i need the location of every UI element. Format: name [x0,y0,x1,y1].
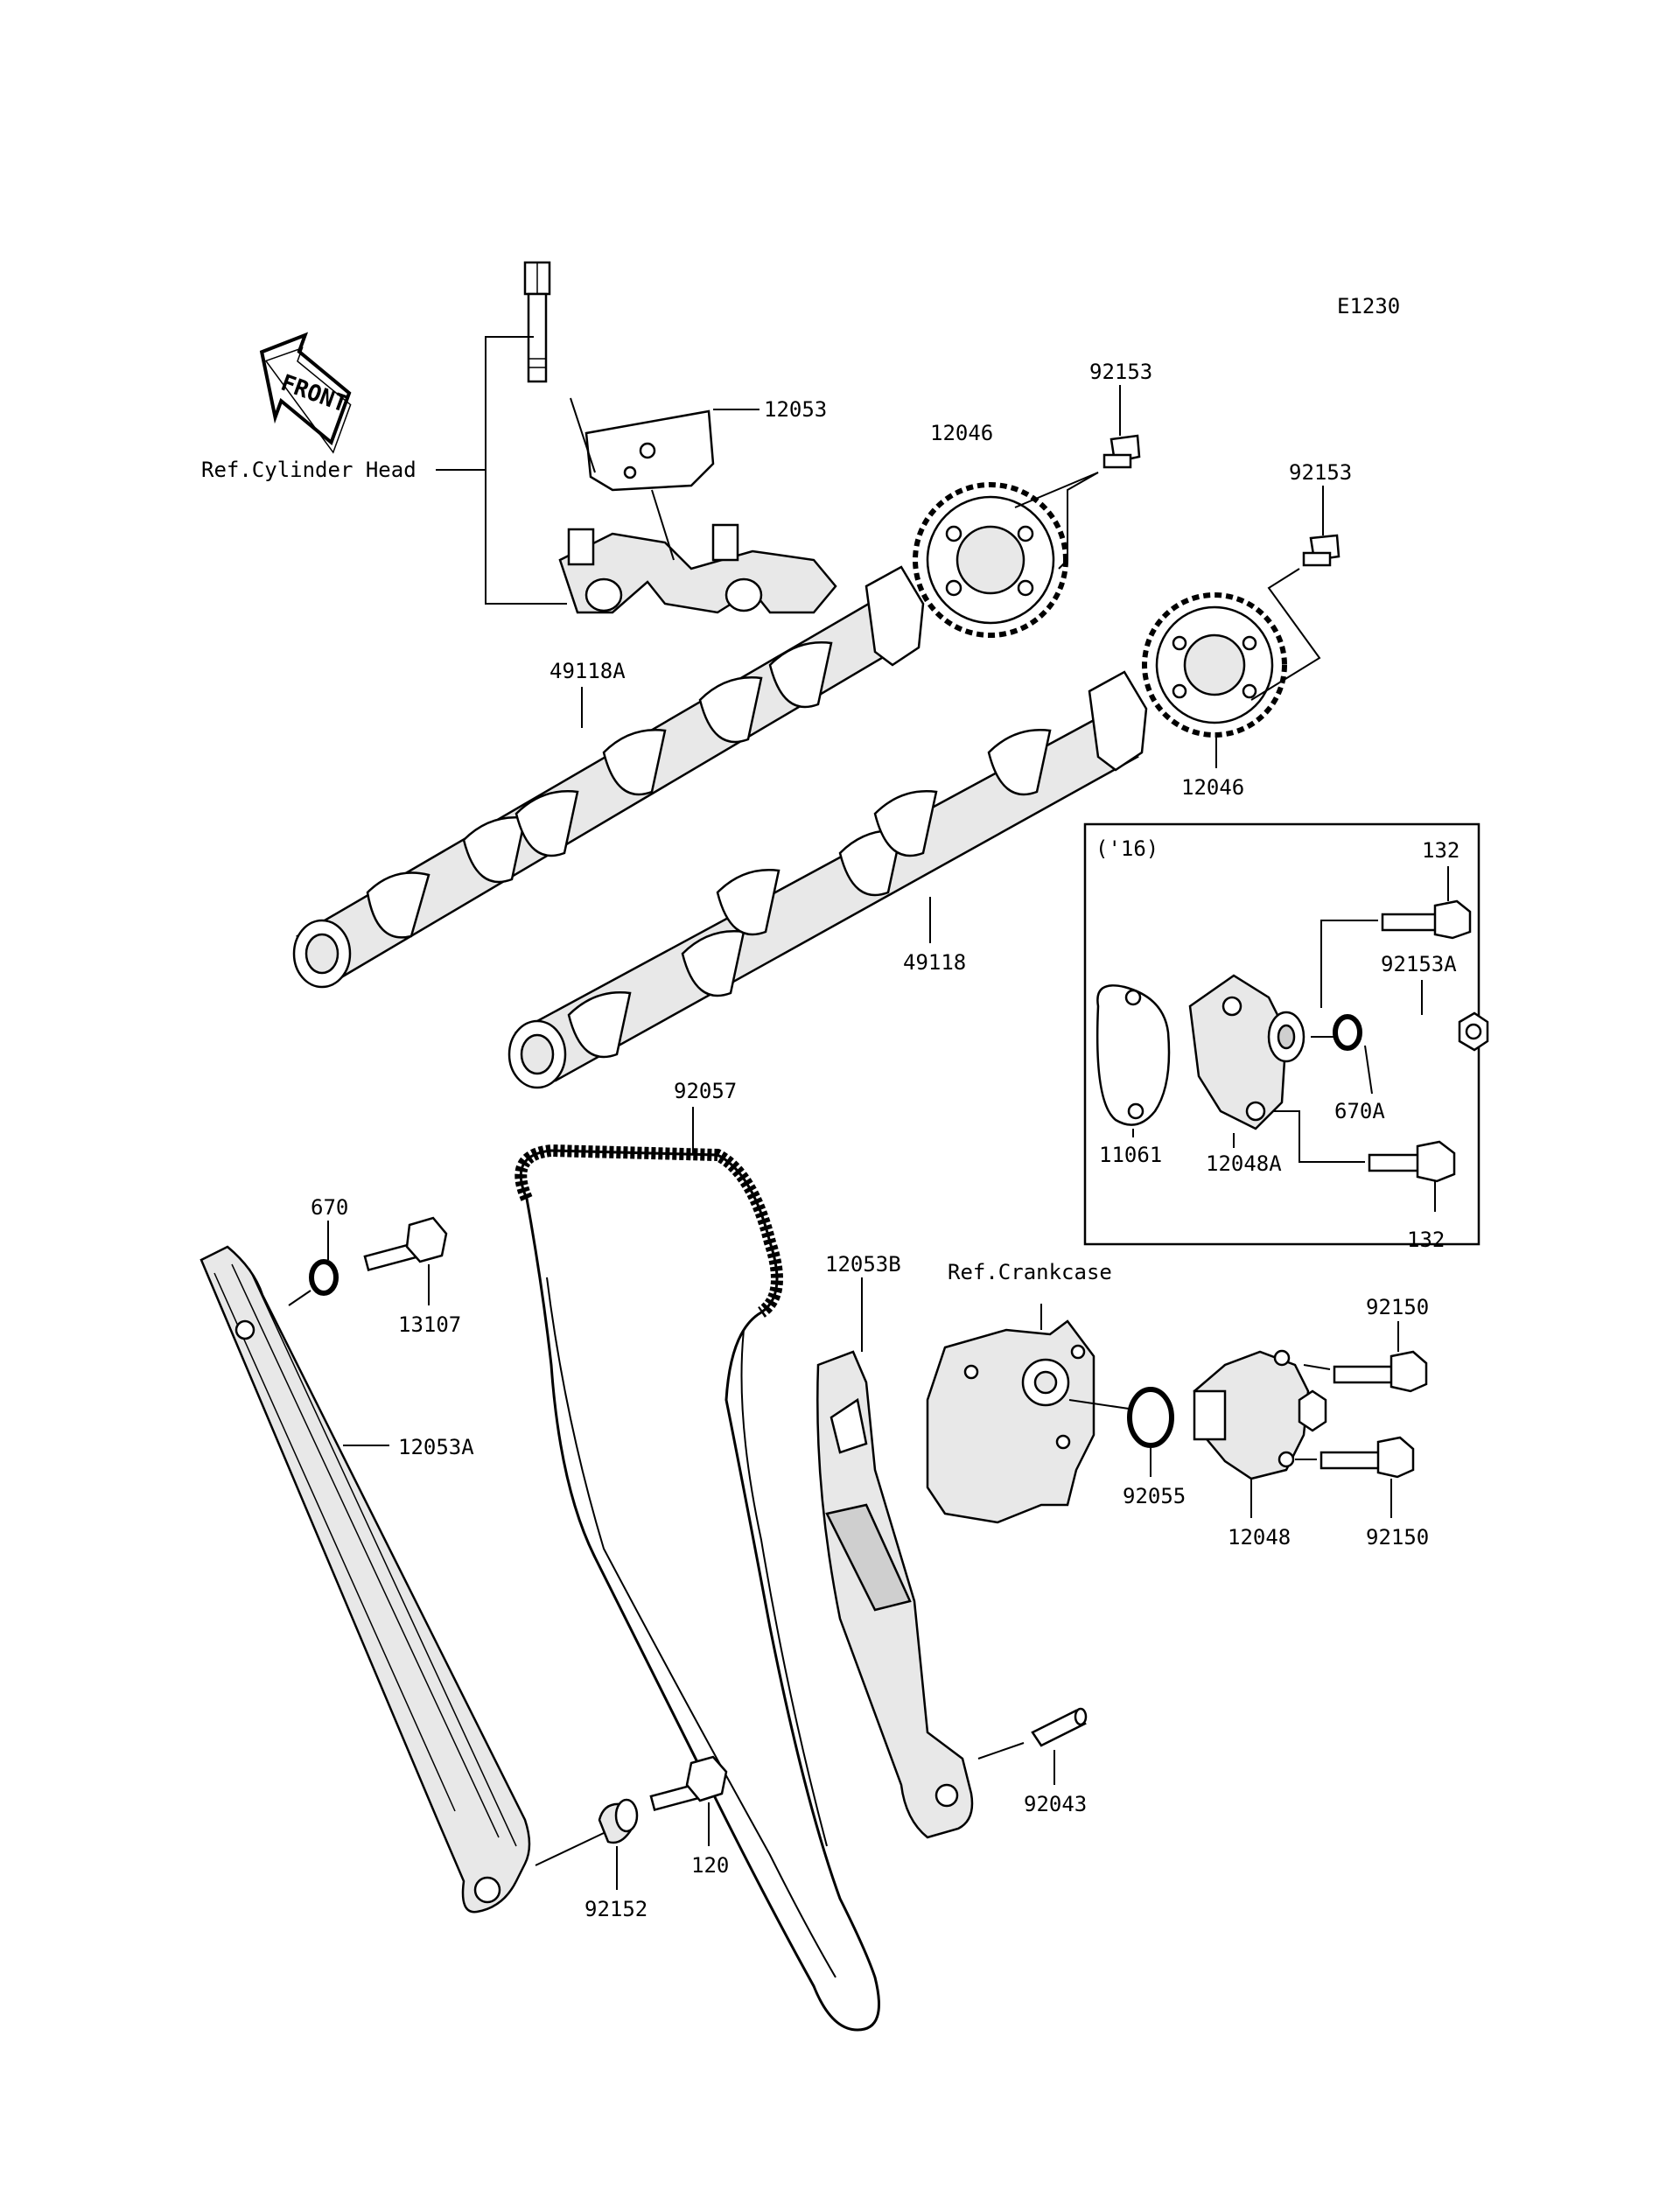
ref-cylinder-head: Ref.Cylinder Head [201,458,416,482]
sealing-washer-inset [1333,1014,1362,1051]
label-49118: 49118 [903,950,966,975]
ref-crankcase: Ref.Crankcase [948,1260,1112,1284]
label-132-lower: 132 [1407,1228,1445,1252]
tensioner-bolt-lower [1320,1436,1415,1479]
label-670: 670 [311,1195,348,1220]
label-120: 120 [691,1853,729,1878]
label-12053b: 12053B [825,1252,901,1277]
label-92153-lower: 92153 [1289,460,1352,485]
cam-chain [514,1144,880,2032]
label-12046-lower: 12046 [1181,775,1244,800]
tensioner-bolt-inset-lower [1368,1140,1456,1183]
sprocket-bolt-lower [1302,534,1340,567]
label-92152: 92152 [584,1897,648,1921]
camshaft-sprocket-upper [913,482,1068,638]
tensioner-cap-nut-inset [1458,1011,1489,1052]
label-92150-upper: 92150 [1366,1295,1429,1319]
camshaft-cap-bolt [523,261,551,383]
inset-title: ('16) [1096,836,1158,861]
label-92153a: 92153A [1381,952,1457,976]
label-92057: 92057 [674,1079,737,1103]
tensioner-bolt-upper [1333,1350,1428,1393]
tensioner-gasket [1096,984,1171,1126]
label-12053a: 12053A [398,1435,474,1459]
label-92055: 92055 [1123,1484,1186,1508]
o-ring-92055 [1127,1387,1174,1448]
crankcase-tensioner-mount [926,1319,1096,1524]
cam-chain-tensioner [1193,1349,1327,1480]
camshaft-49118 [508,670,1148,1089]
label-12048a: 12048A [1206,1151,1282,1176]
tensioner-bolt-inset-upper [1381,899,1472,940]
label-92150-lower: 92150 [1366,1525,1429,1550]
label-13107: 13107 [398,1312,461,1337]
diagram-code: E1230 [1337,294,1400,318]
sprocket-bolt-upper [1102,434,1141,469]
label-132-upper: 132 [1422,838,1460,863]
cam-chain-tensioner-inset [1188,974,1306,1130]
chain-guide-12053a [200,1245,531,1914]
label-92153-upper: 92153 [1089,360,1152,384]
guide-bolt-120 [649,1755,728,1812]
label-12048: 12048 [1228,1525,1291,1550]
camshaft-sprocket-lower [1142,592,1287,738]
label-92043: 92043 [1024,1792,1087,1816]
label-11061: 11061 [1099,1143,1162,1167]
guide-bolt-13107 [363,1216,448,1272]
collar-92152 [598,1798,639,1844]
guide-pin-92043 [1031,1707,1088,1747]
label-49118a: 49118A [550,659,626,683]
label-670a: 670A [1334,1099,1385,1123]
chain-guide-12053b [816,1350,974,1839]
camshaft-cap-bracket [584,409,715,492]
camshaft-49118a [292,565,925,989]
camshaft-caps [558,523,837,614]
sealing-washer-670 [309,1259,339,1296]
label-12046-upper: 12046 [930,421,993,445]
label-12053: 12053 [764,397,827,422]
